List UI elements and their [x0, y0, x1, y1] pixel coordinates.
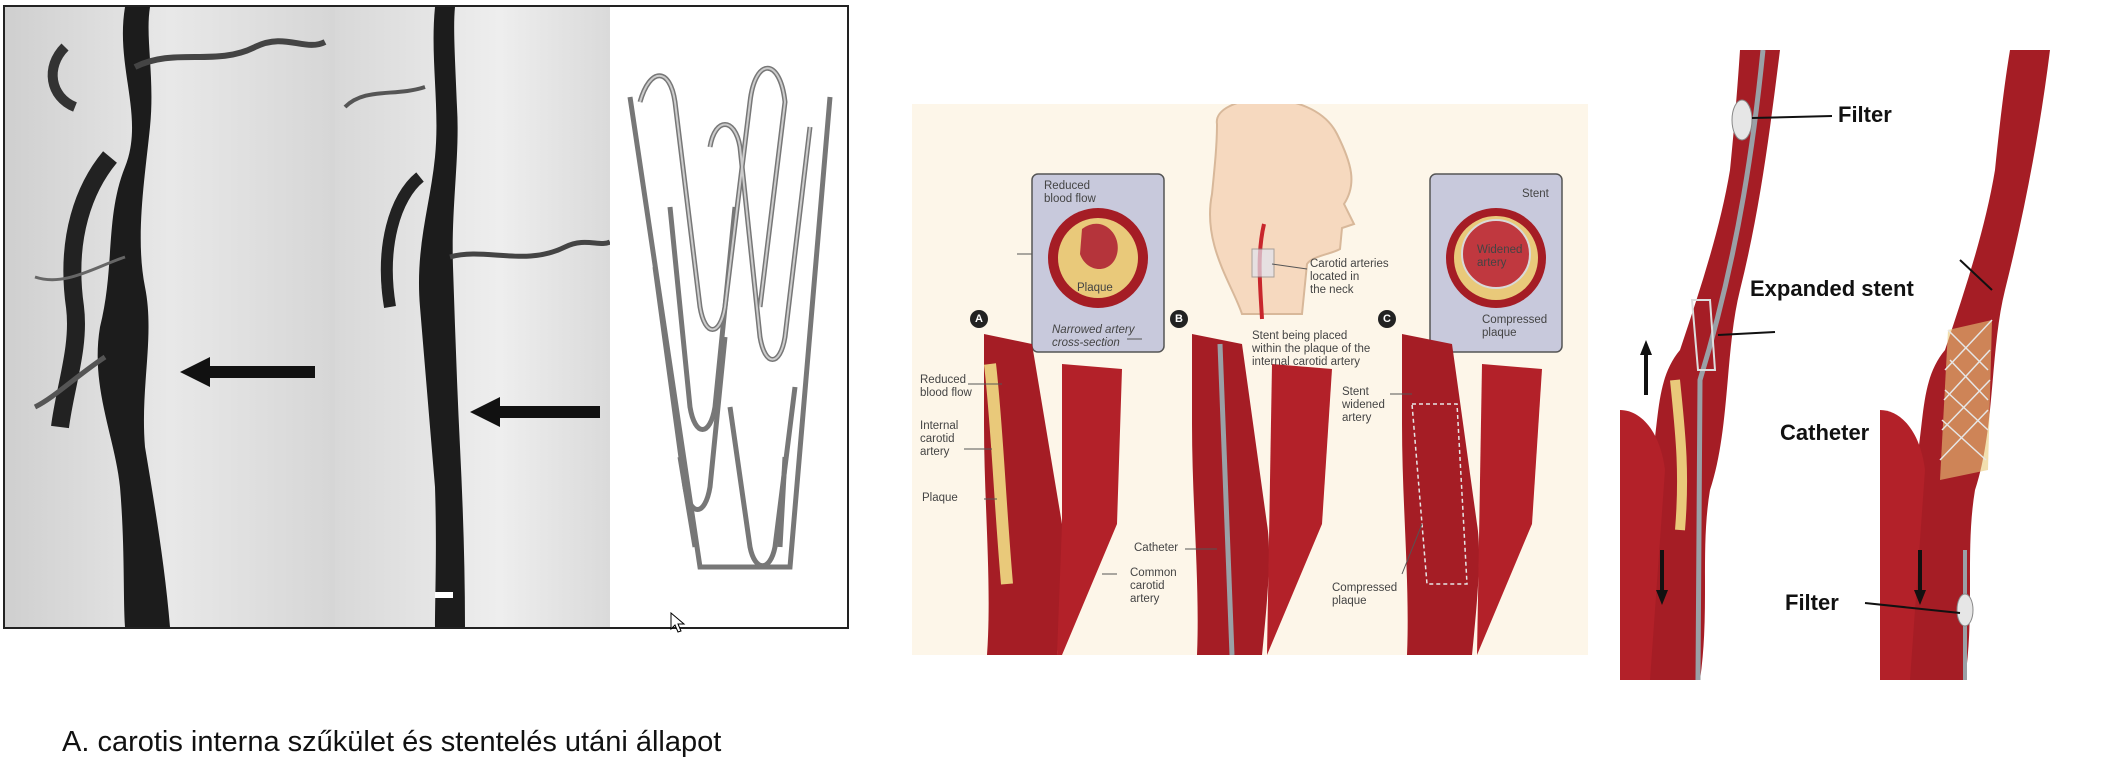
plaque-label: Plaque	[922, 492, 958, 504]
arrow-icon	[180, 357, 315, 387]
inset-c-compressed-label: Compressed plaque	[1482, 314, 1548, 339]
common-carotid-label: Common carotid artery	[1130, 567, 1177, 605]
figure-caption: A. carotis interna szűkület és stentelés…	[62, 726, 722, 758]
panel-a-badge: A	[970, 310, 988, 328]
filter-stent-illustration: Filter Expanded stent Catheter Filter	[1620, 50, 2100, 680]
angiogram-before-image	[5, 7, 335, 627]
inset-a-plaque-label: Plaque	[1077, 282, 1113, 294]
angiography-panel	[3, 5, 849, 629]
filter-bottom-label: Filter	[1785, 590, 1839, 615]
catheter-label: Catheter	[1134, 542, 1179, 554]
carotid-location-label: Carotid arteries located in the neck	[1310, 258, 1389, 296]
inset-c-widened-label: Widened artery	[1477, 244, 1523, 269]
expanded-stent-label: Expanded stent	[1750, 276, 1914, 301]
carotid-stenting-illustration: Reduced blood flow Plaque Narrowed arter…	[912, 104, 1588, 655]
panel-c-badge: C	[1378, 310, 1396, 328]
inset-c-stent-label: Stent	[1522, 188, 1549, 200]
stent-placed-label: Stent being placed within the plaque of …	[1252, 330, 1371, 368]
filter-top-label: Filter	[1838, 102, 1892, 127]
inset-a-caption: Narrowed artery cross-section	[1052, 324, 1135, 349]
compressed-plaque-label: Compressed plaque	[1332, 582, 1398, 607]
inset-a-reduced-flow-label: Reduced blood flow	[1044, 180, 1096, 205]
mouse-cursor-icon	[670, 612, 686, 633]
reduced-flow-label: Reduced blood flow	[920, 374, 972, 399]
angiogram-after-image	[335, 7, 612, 627]
stent-image	[610, 7, 847, 627]
stent-widened-label: Stent widened artery	[1342, 386, 1385, 424]
panel-b-badge: B	[1170, 310, 1188, 328]
internal-carotid-label: Internal carotid artery	[920, 420, 959, 458]
catheter-right-label: Catheter	[1780, 420, 1870, 445]
arrow-icon	[470, 397, 600, 427]
